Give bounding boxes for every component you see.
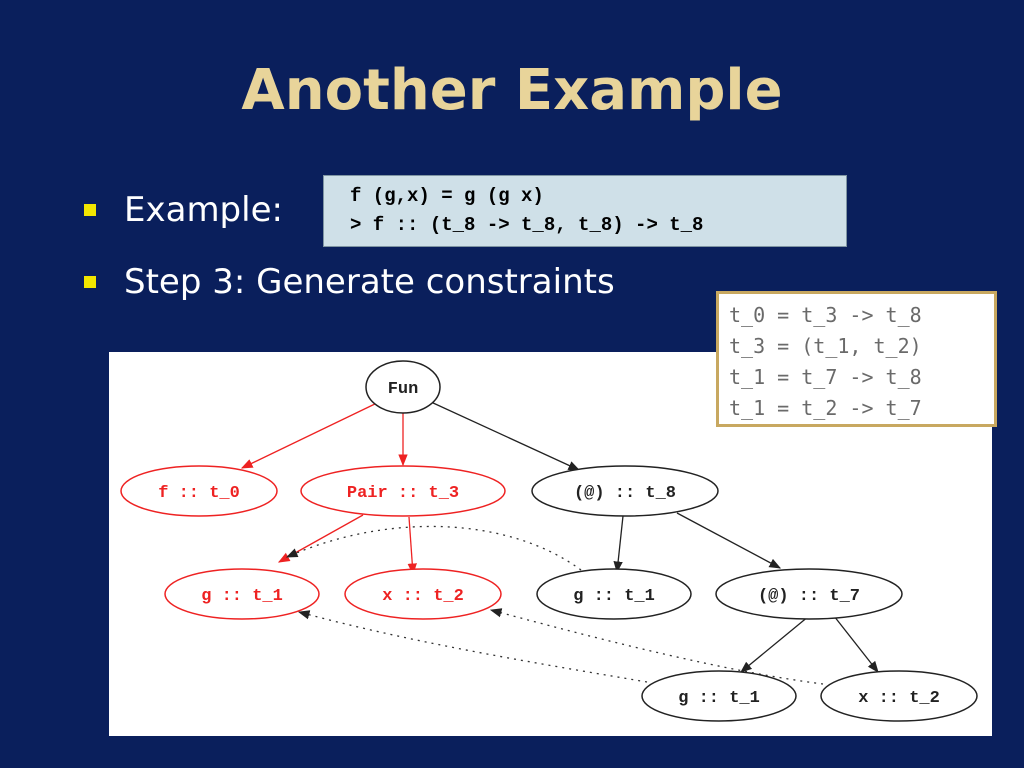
slide-title: Another Example [241, 58, 783, 123]
bullet-text: Example: [124, 190, 283, 230]
constraints-box: t_0 = t_3 -> t_8 t_3 = (t_1, t_2) t_1 = t_… [716, 291, 997, 427]
code-example-box: f (g,x) = g (g x)> f :: (t_8 -> t_8, t_8… [323, 175, 847, 247]
node-app-t7: (@) :: t_7 [715, 568, 903, 620]
code-line: > f :: (t_8 -> t_8, t_8) -> t_8 [350, 214, 704, 236]
constraint-line: t_3 = (t_1, t_2) [729, 334, 922, 358]
dotted-edge-x2b-x2 [489, 608, 824, 685]
node-g-t1-leaf: g :: t_1 [641, 670, 797, 722]
constraint-line: t_1 = t_7 -> t_8 [729, 365, 922, 389]
bullet-text: Step 3: Generate constraints [124, 262, 615, 302]
node-g-t1-red: g :: t_1 [164, 568, 320, 620]
node-label: f :: t_0 [158, 484, 240, 503]
dotted-edge-g1c-g1 [297, 610, 648, 683]
constraint-line: t_0 = t_3 -> t_8 [729, 303, 922, 327]
node-app-t8: (@) :: t_8 [531, 465, 719, 517]
edge-fun-app8 [430, 401, 581, 471]
node-label: (@) :: t_8 [574, 484, 676, 503]
edge-pair-x2 [407, 516, 417, 576]
dotted-edge-g1b-g1 [285, 525, 582, 571]
node-label: x :: t_2 [382, 587, 464, 606]
node-g-t1-black: g :: t_1 [536, 568, 692, 620]
node-fun: Fun [365, 360, 441, 414]
bullet-square-icon [84, 204, 96, 216]
node-x-t2-leaf: x :: t_2 [820, 670, 978, 722]
bullet-example: Example: [84, 190, 283, 230]
node-label: x :: t_2 [858, 689, 940, 708]
node-label: (@) :: t_7 [758, 587, 860, 606]
edge-app7-g1c [740, 615, 810, 673]
node-label: Fun [388, 380, 419, 399]
code-line: f (g,x) = g (g x) [350, 185, 544, 207]
edge-app7-x2b [833, 615, 879, 673]
node-label: g :: t_1 [678, 689, 760, 708]
node-label: g :: t_1 [201, 587, 283, 606]
bullet-square-icon [84, 276, 96, 288]
node-pair: Pair :: t_3 [300, 465, 506, 517]
node-x-t2-red: x :: t_2 [344, 568, 502, 620]
edge-fun-f [240, 401, 380, 469]
constraint-line: t_1 = t_2 -> t_7 [729, 396, 922, 420]
edge-app8-g1b [613, 515, 624, 574]
node-label: g :: t_1 [573, 587, 655, 606]
node-label: Pair :: t_3 [347, 484, 459, 503]
node-f: f :: t_0 [120, 465, 278, 517]
bullet-step3: Step 3: Generate constraints [84, 262, 615, 302]
edge-app8-app7 [676, 512, 782, 569]
